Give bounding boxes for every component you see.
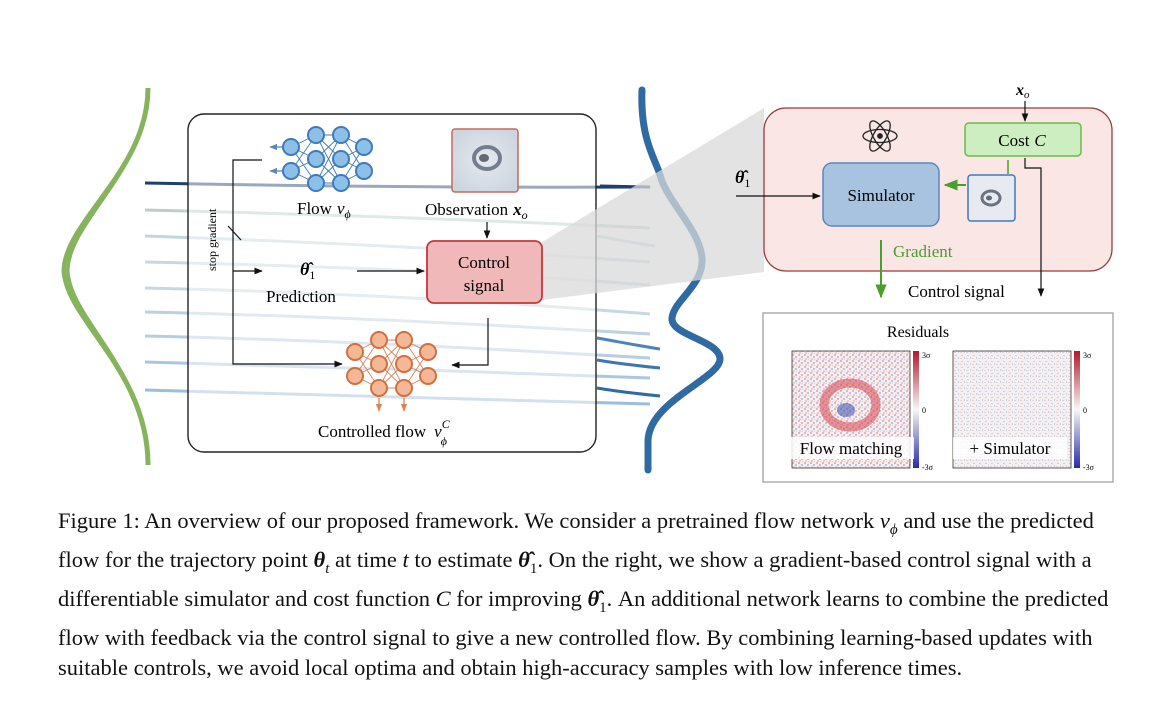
stop-gradient-path [227, 159, 343, 368]
atom-icon [862, 120, 898, 152]
control-signal-label: Control signal [908, 282, 1005, 301]
observation-image [451, 128, 519, 193]
cb2-top: 3σ [1083, 351, 1092, 360]
cb1-top: 3σ [922, 351, 931, 360]
residual-label-flow-matching: Flow matching [800, 439, 903, 458]
figure-label: Figure 1: [58, 508, 140, 533]
simulator-label: Simulator [847, 186, 914, 205]
cb2-mid: 0 [1083, 406, 1087, 415]
control-to-controlled-arrow [451, 318, 489, 369]
residuals-title: Residuals [887, 324, 949, 341]
gradient-label: Gradient [893, 242, 953, 261]
residual-panel-simulator [952, 350, 1080, 469]
control-signal-line2: signal [464, 276, 505, 295]
right-x-o-label: xo [1015, 82, 1030, 101]
stop-gradient-label: stop gradient [205, 208, 219, 271]
controlled-flow-network-icon [346, 331, 437, 412]
simulated-observation-image [967, 174, 1016, 222]
residual-panel-flow-matching [789, 350, 919, 469]
cost-box [964, 122, 1082, 157]
simulator-box [822, 162, 940, 227]
cb1-mid: 0 [922, 406, 926, 415]
zoom-cone [542, 108, 764, 300]
control-signal-box [426, 240, 543, 304]
cb2-bottom: -3σ [1083, 463, 1095, 472]
control-signal-line1: Control [458, 253, 510, 272]
flow-network-icon [269, 126, 373, 192]
figure-caption: Figure 1: An overview of our proposed fr… [58, 508, 1109, 680]
cb1-bottom: -3σ [922, 463, 934, 472]
residual-label-simulator: + Simulator [970, 439, 1051, 458]
prediction-label: Prediction [266, 287, 336, 306]
